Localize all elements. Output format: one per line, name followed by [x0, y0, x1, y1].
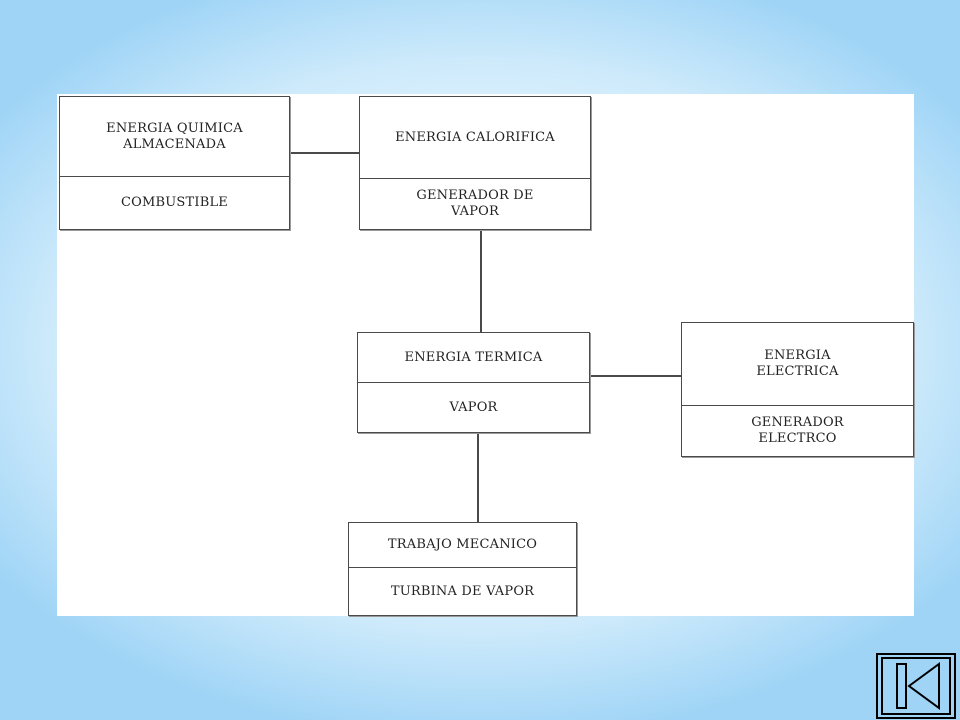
node-energia-calorifica-source: GENERADOR DE VAPOR [416, 188, 534, 219]
node-energia-calorifica-title: ENERGIA CALORIFICA [360, 97, 590, 179]
node-energia-termica: ENERGIA TERMICA VAPOR [357, 332, 590, 433]
skip-back-icon [876, 653, 956, 719]
node-energia-termica-title: ENERGIA TERMICA [358, 333, 589, 383]
node-energia-electrica: ENERGIA ELECTRICA GENERADOR ELECTRCO [681, 322, 914, 457]
node-energia-quimica-title: ENERGIA QUIMICA ALMACENADA [60, 97, 289, 177]
edge-calorifica-termica [480, 230, 482, 332]
diagram-canvas: ENERGIA QUIMICA ALMACENADA COMBUSTIBLE E… [57, 94, 914, 616]
node-energia-electrica-title: ENERGIA ELECTRICA [682, 323, 913, 406]
node-energia-quimica-source: COMBUSTIBLE [120, 195, 228, 210]
node-energia-quimica: ENERGIA QUIMICA ALMACENADA COMBUSTIBLE [59, 96, 290, 230]
edge-termica-mecanico [477, 432, 479, 522]
node-trabajo-mecanico-source: TURBINA DE VAPOR [390, 583, 535, 599]
back-nav-button[interactable] [876, 653, 956, 719]
edge-termica-electrica [589, 375, 681, 377]
edge-quimica-calorifica [289, 152, 359, 154]
node-trabajo-mecanico: TRABAJO MECANICO TURBINA DE VAPOR [348, 522, 577, 616]
node-energia-termica-source: VAPOR [449, 399, 498, 415]
node-energia-electrica-source: GENERADOR ELECTRCO [751, 415, 844, 446]
node-trabajo-mecanico-title: TRABAJO MECANICO [349, 523, 576, 568]
node-energia-calorifica: ENERGIA CALORIFICA GENERADOR DE VAPOR [359, 96, 591, 230]
